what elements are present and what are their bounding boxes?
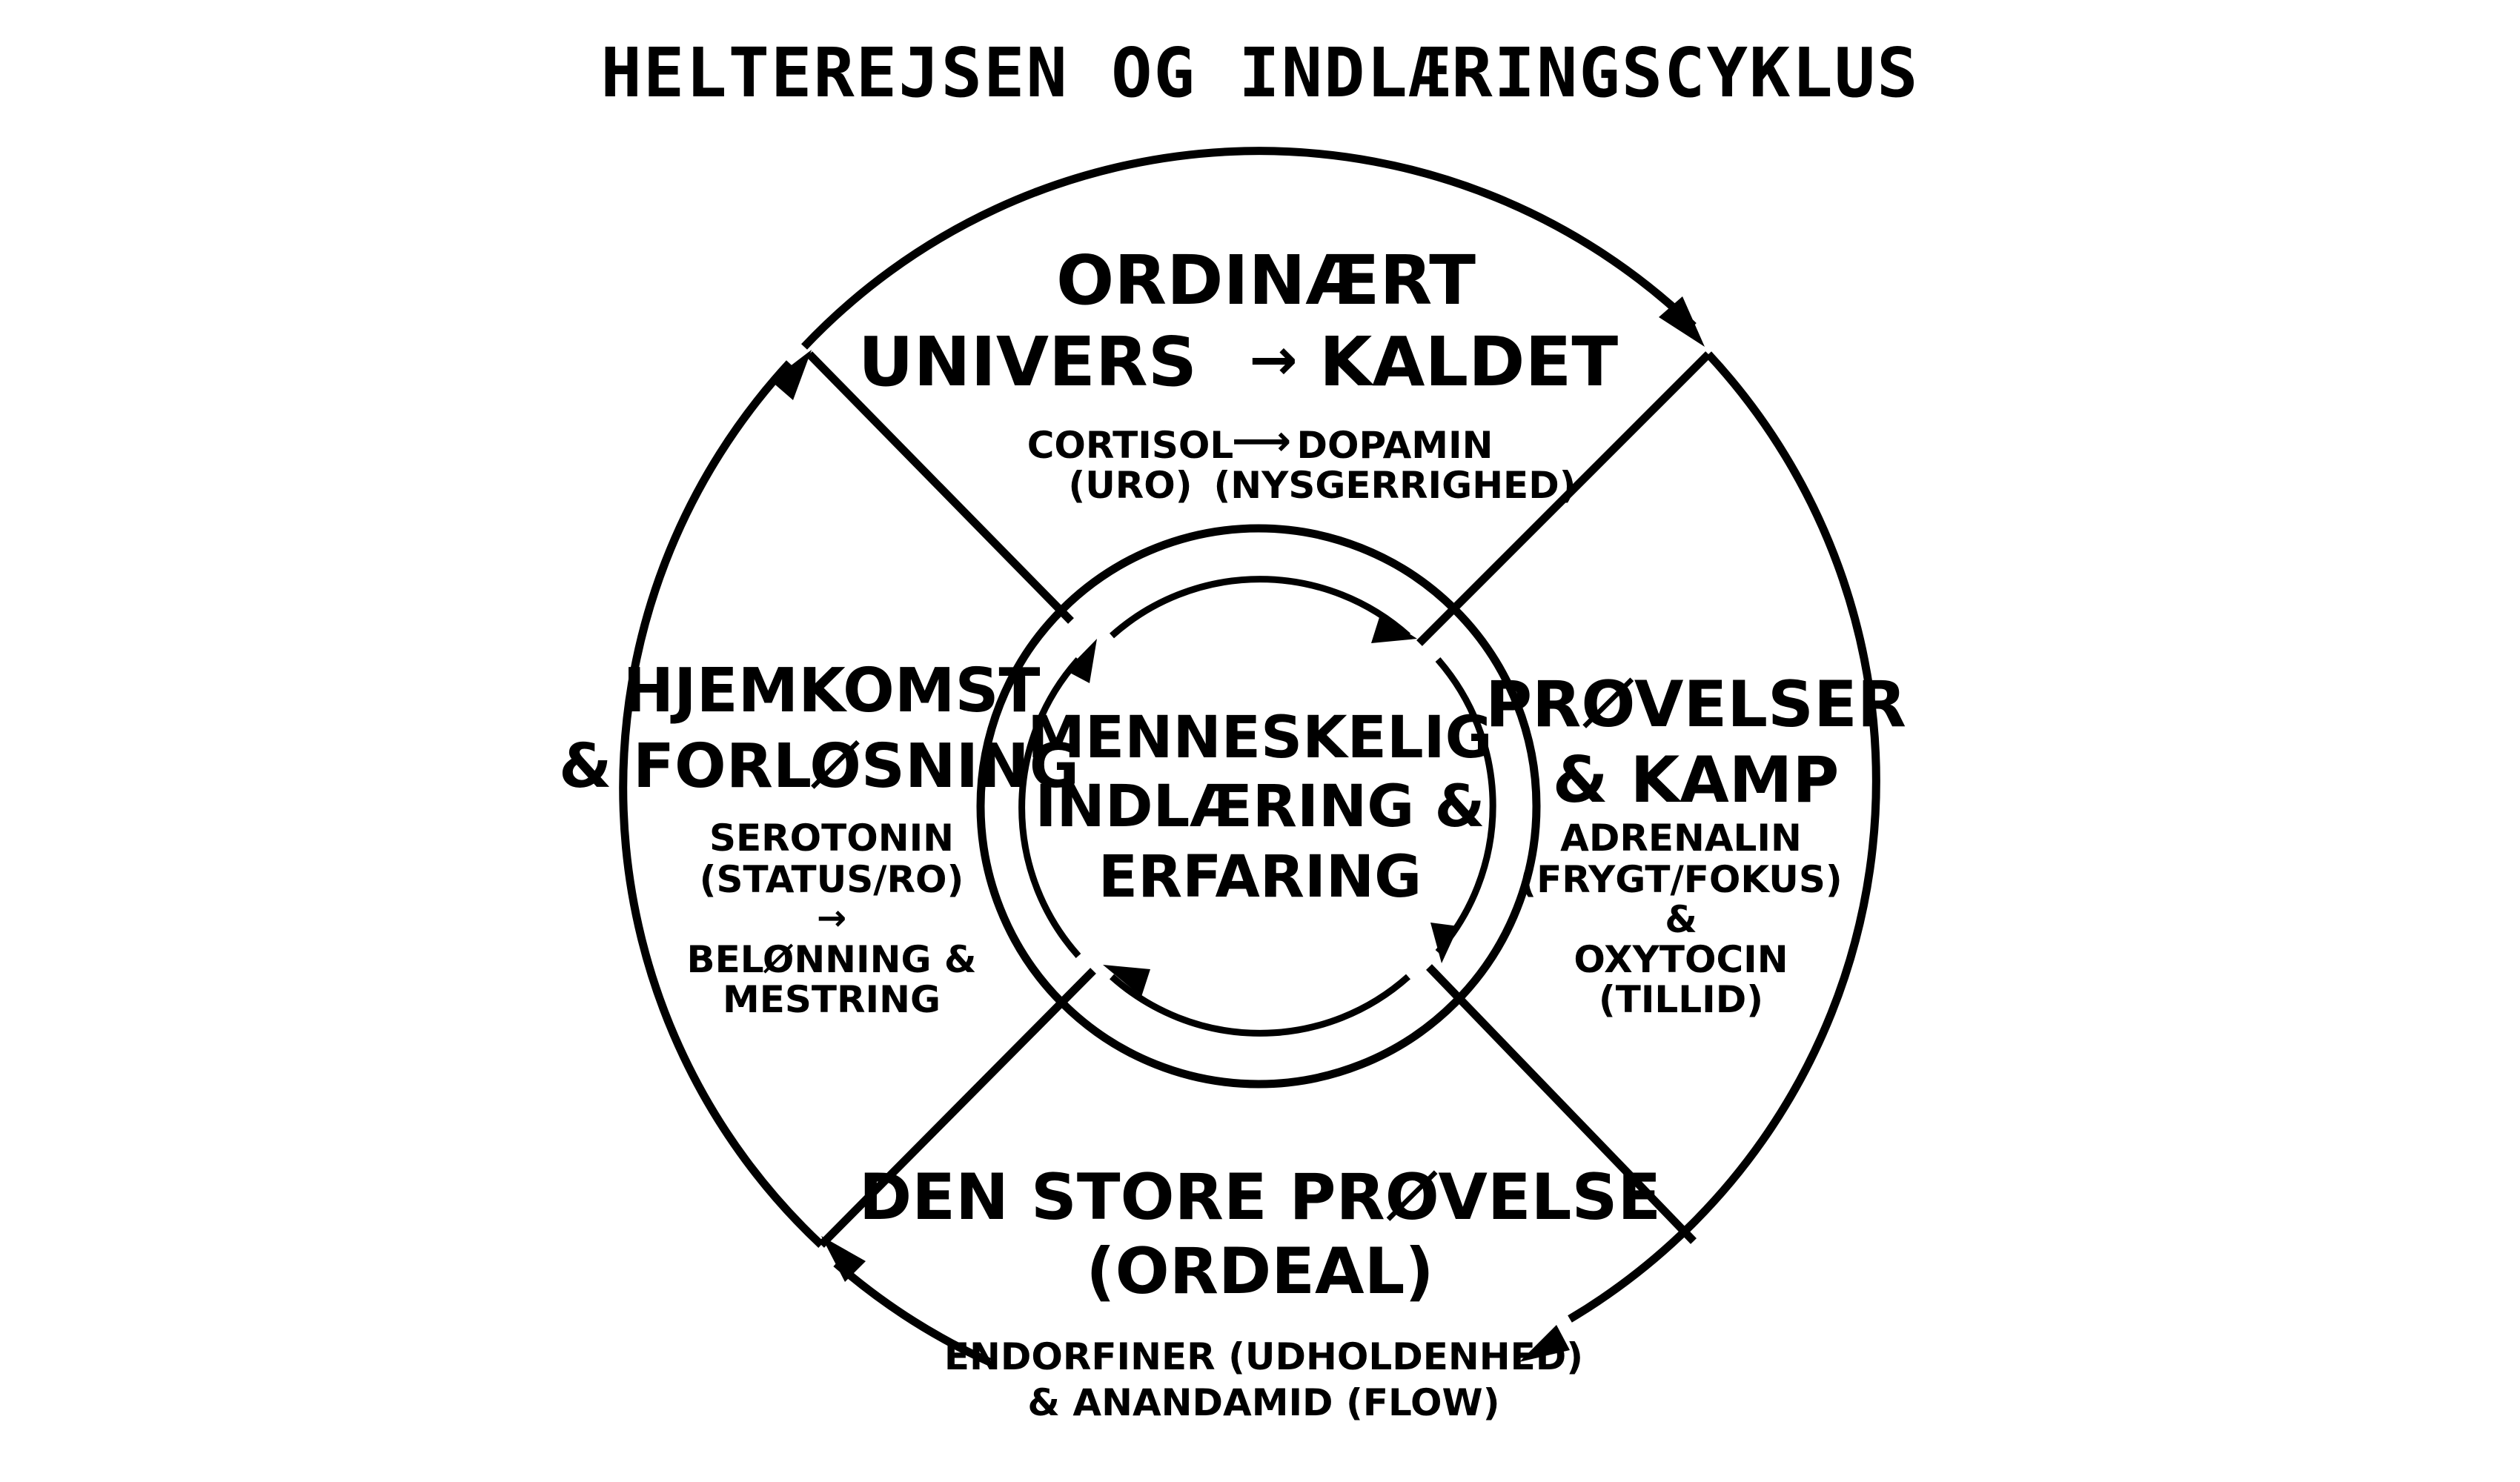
center-label: MENNESKELIG INDLÆRING & ERFARING [1027,705,1492,911]
stage-bottom-title-line-1: DEN STORE PRØVELSE [859,1160,1661,1235]
outer-arc-left [619,360,824,1249]
diagram-title: HELTEREJSEN OG INDLÆRINGSCYKLUS [600,33,1919,113]
stage-bottom-hormone-2: & ANANDAMID (FLOW) [1027,1381,1499,1424]
stage-right-hormone-4: OXYTOCIN [1574,938,1788,981]
outer-arrowhead-top-right [1659,296,1705,347]
stage-right-hormone-1: ADRENALIN [1560,817,1802,860]
stage-left-hormone-2: (STATUS/RO) [700,858,964,901]
stage-left: HJEMKOMST & FORLØSNING SEROTONIN (STATUS… [559,656,1079,1021]
stage-right-title-line-2: & KAMP [1553,743,1840,817]
inner-arrowhead-bottom [1103,965,1150,997]
stage-top-hormone-arrow: ⟶ [1232,417,1291,465]
stage-right-hormone-3: & [1665,898,1697,941]
outer-arc-right [1568,351,1880,1323]
divider-bottom-right [1426,964,1697,1244]
outer-arrowhead-top-left [771,350,812,400]
stage-bottom-hormone-1: ENDORFINER (UDHOLDENHED) [944,1335,1583,1378]
stage-top-hormone-left-1: CORTISOL [1027,424,1234,467]
stage-left-hormone-4: BELØNNING & [686,938,976,981]
divider-top-right [1416,351,1711,646]
center-line-2: INDLÆRING & [1035,774,1485,840]
inner-arrowhead-top [1371,615,1417,643]
stage-left-title-line-1: HJEMKOMST [623,656,1041,726]
inner-arrowhead-left [1066,639,1097,683]
stage-top-title-arrow: → [1249,327,1297,393]
center-line-1: MENNESKELIG [1027,705,1492,771]
stage-top: ORDINÆRT UNIVERS → KALDET CORTISOL (URO)… [858,241,1618,507]
outer-arrowhead-bottom-left [821,1236,866,1282]
inner-arc-right [1435,657,1496,954]
outer-cycle-ring [619,147,1880,1366]
inner-cycle-arrows [1018,576,1496,1037]
stage-right: PRØVELSER & KAMP ADRENALIN (FRYGT/FOKUS)… [1485,668,1906,1021]
stage-left-title-line-2: & FORLØSNING [559,731,1079,802]
divider-top-left [806,351,1074,624]
stage-right-title-line-1: PRØVELSER [1485,668,1906,742]
stage-top-title-left: UNIVERS [858,322,1197,402]
stage-left-hormone-1: SEROTONIN [709,817,954,860]
stage-top-title-line-1: ORDINÆRT [1056,241,1476,320]
stage-right-hormone-2: (FRYGT/FOKUS) [1519,858,1843,901]
inner-arc-left [1018,657,1081,958]
stage-top-title-right: KALDET [1319,322,1618,402]
stage-bottom-title-line-2: (ORDEAL) [1086,1235,1433,1309]
stage-left-hormone-3: → [817,897,846,939]
stage-top-hormone-right-1: DOPAMIN [1297,424,1493,467]
stage-top-hormone-right-2: (NYSGERRIGHED) [1213,464,1576,507]
outer-arc-top [801,147,1697,350]
stage-right-hormone-5: (TILLID) [1599,978,1763,1021]
stage-left-hormone-5: MESTRING [723,978,941,1021]
stage-top-hormone-left-2: (URO) [1068,464,1192,507]
inner-arrowhead-right [1430,923,1459,963]
center-line-3: ERFARING [1098,844,1422,911]
inner-arc-bottom [1110,974,1410,1037]
inner-arc-top [1110,576,1410,639]
stage-bottom: DEN STORE PRØVELSE (ORDEAL) ENDORFINER (… [859,1160,1661,1424]
outer-arrowhead-bottom-right [1519,1325,1570,1362]
inner-ring [976,524,1541,1089]
divider-bottom-left [818,968,1096,1248]
stage-dividers [806,351,1711,1248]
